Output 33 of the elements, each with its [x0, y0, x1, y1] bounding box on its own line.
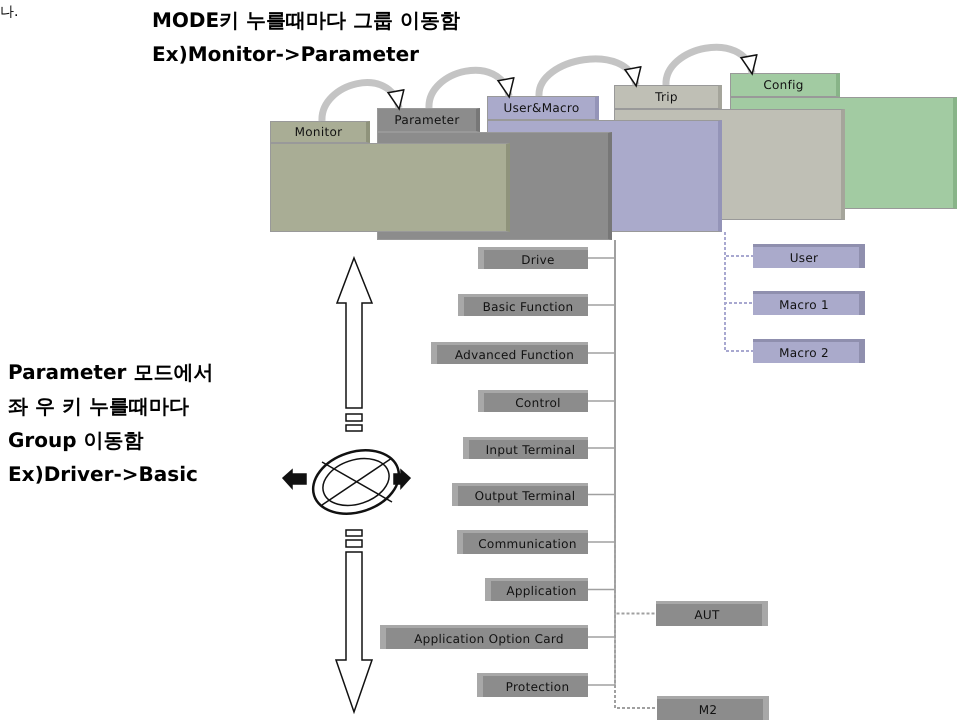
text-fragment: 나.	[0, 4, 18, 22]
connector-line	[614, 240, 657, 709]
instruction-text: MODE키 누를때마다 그룹 이동함	[152, 8, 460, 33]
menu-group-box: User	[753, 244, 865, 268]
folder-tab: Monitor	[270, 121, 370, 143]
menu-group-box: Advanced Function	[431, 342, 588, 364]
menu-group-box: Protection	[477, 673, 588, 697]
instruction-text: Group 이동함	[8, 428, 144, 453]
curved-arrow	[318, 79, 402, 122]
curved-arrow	[662, 44, 756, 86]
folder-tab: Config	[730, 73, 840, 97]
menu-group-box: Output Terminal	[452, 483, 588, 506]
folder-tab: User&Macro	[487, 96, 599, 120]
folder-tab: Parameter	[377, 108, 480, 132]
instruction-text: Ex)Driver->Basic	[8, 462, 198, 487]
connector-line	[724, 232, 753, 352]
menu-group-box: Communication	[457, 530, 588, 554]
instruction-text: 좌 우 키 누를때마다	[8, 394, 189, 419]
menu-group-box: Macro 1	[753, 291, 865, 315]
instruction-text: Ex)Monitor->Parameter	[152, 42, 420, 67]
menu-group-box: Input Terminal	[463, 437, 588, 459]
curved-arrow	[536, 55, 640, 97]
menu-group-box: Control	[478, 390, 588, 412]
menu-group-box: Macro 2	[753, 339, 865, 363]
folder-tab: Trip	[614, 85, 722, 109]
menu-group-box: Application	[485, 578, 588, 601]
menu-group-box: Drive	[478, 247, 588, 269]
menu-group-box: Application Option Card	[380, 625, 588, 649]
menu-group-box: Basic Function	[458, 294, 588, 316]
curved-arrow	[426, 66, 512, 108]
menu-group-box: AUT	[656, 601, 768, 626]
menu-group-box: M2	[657, 696, 769, 720]
instruction-text: Parameter 모드에서	[8, 360, 214, 385]
